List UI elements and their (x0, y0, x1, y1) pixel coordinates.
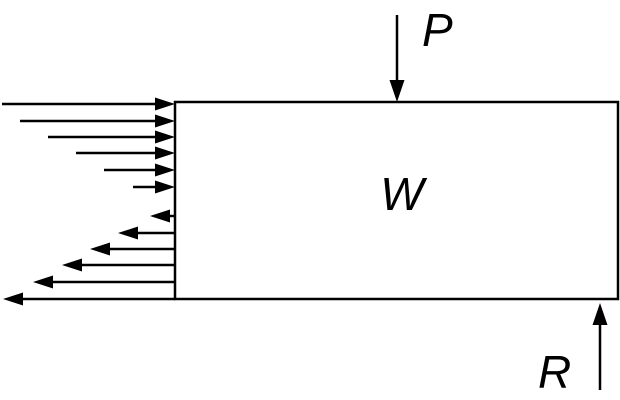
stress-arrow (118, 226, 175, 240)
stress-arrow (48, 130, 175, 144)
reaction-arrow (592, 303, 608, 390)
stress-arrow (150, 209, 175, 223)
stress-arrow (2, 97, 175, 111)
stress-arrow (33, 275, 175, 289)
weight-label: W (380, 168, 428, 220)
stress-arrow (20, 114, 175, 128)
stress-distribution (2, 97, 175, 306)
stress-arrow (133, 180, 175, 194)
stress-arrow (90, 242, 175, 256)
load-label: P (422, 4, 453, 56)
load-arrow (389, 15, 405, 102)
block (173, 100, 620, 301)
reaction-label: R (538, 346, 571, 398)
stress-arrow (3, 292, 175, 306)
stress-arrow (104, 163, 175, 177)
stress-arrow (76, 146, 175, 160)
stress-arrow (62, 258, 175, 272)
